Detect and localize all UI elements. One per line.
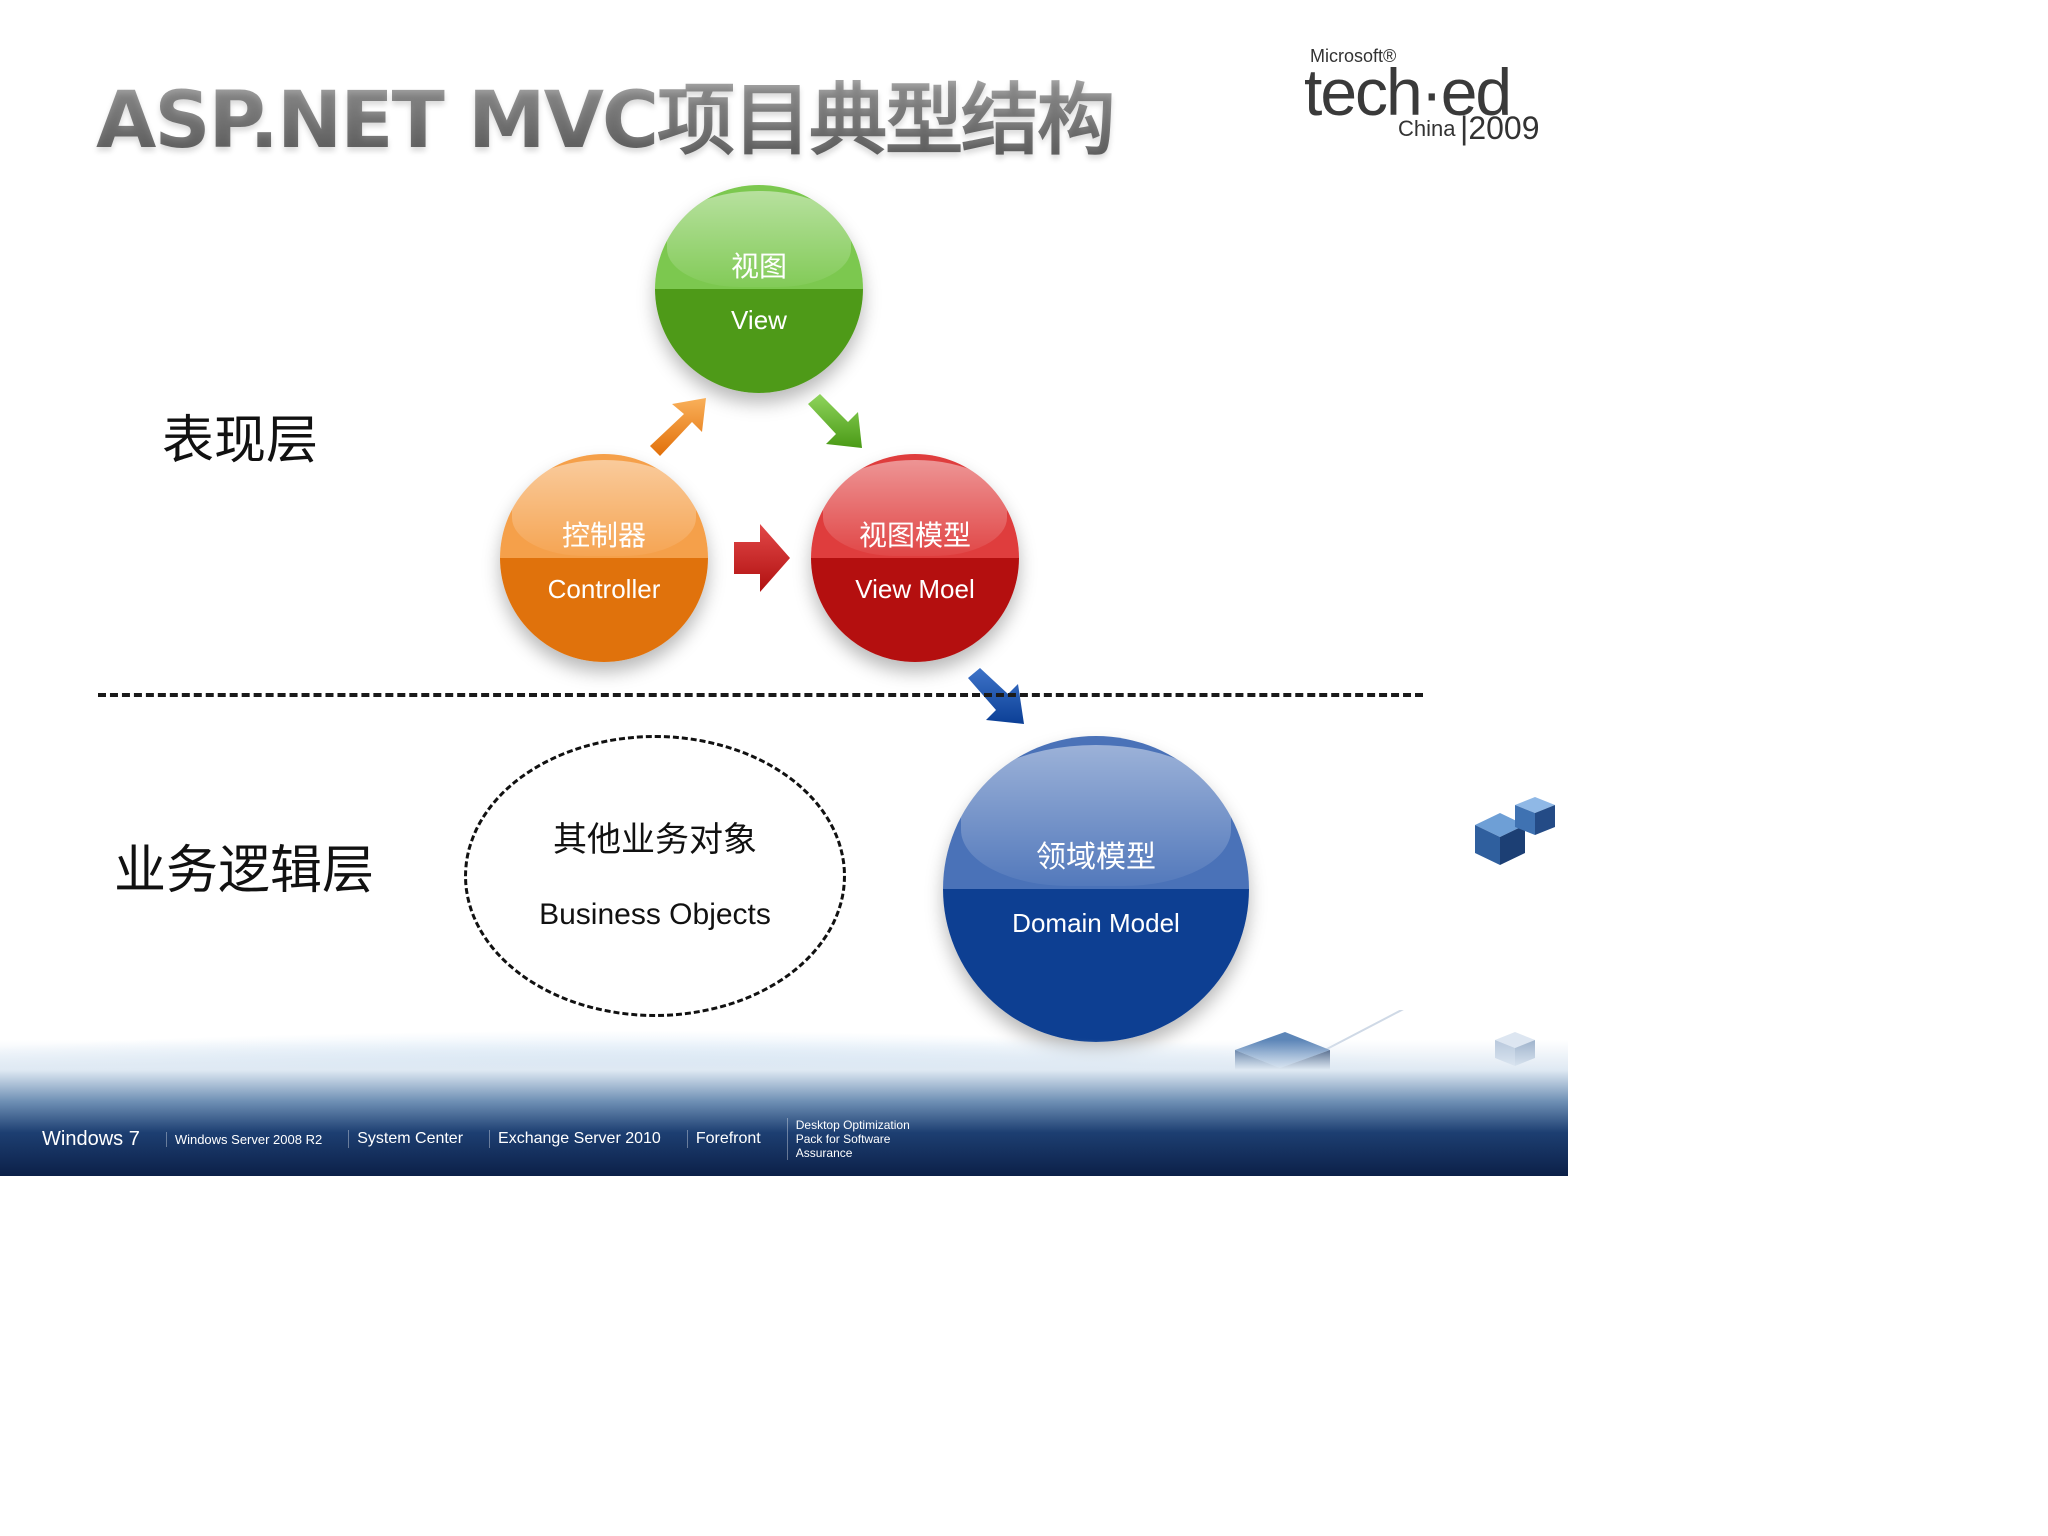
logo-brand: Microsoft® — [1310, 46, 1397, 66]
logo-name: tech·ed — [1304, 55, 1512, 129]
controller-node-zh: 控制器 — [561, 519, 646, 552]
domain-model-node: 领域模型 Domain Model — [943, 736, 1249, 1042]
footer-logo-windows-server: Windows Server 2008 R2 — [165, 1131, 322, 1147]
footer-logo-forefront: Forefront — [686, 1130, 761, 1148]
view-node: 视图 View — [655, 185, 863, 393]
footer-band — [0, 1040, 1568, 1176]
view-node-zh: 视图 — [730, 250, 787, 283]
presentation-layer-label: 表现层 — [162, 411, 319, 471]
domain-model-node-zh: 领域模型 — [1036, 840, 1156, 875]
controller-node-top — [500, 454, 708, 558]
view-to-viewmodel-arrow — [808, 394, 862, 448]
logo-region: China — [1398, 116, 1456, 141]
cube-cluster-decoration — [1475, 797, 1555, 865]
controller-node-en: Controller — [547, 574, 661, 604]
view-node-en: View — [731, 305, 787, 335]
business-layer-label: 业务逻辑层 — [114, 841, 375, 901]
controller-node-gloss — [512, 460, 696, 556]
slide-title: ASP.NET MVC项目典型结构 — [96, 58, 1115, 170]
footer-logo-system-center: System Center — [348, 1130, 463, 1148]
domain-model-node-en: Domain Model — [1012, 908, 1180, 938]
view-model-node-zh: 视图模型 — [858, 519, 971, 552]
view-node-bottom — [655, 289, 863, 393]
footer-logo-desktop-optimization: Desktop Optimization Pack for Software A… — [786, 1118, 926, 1160]
view-model-node-gloss — [823, 460, 1007, 556]
footer-logo-exchange: Exchange Server 2010 — [489, 1130, 661, 1148]
domain-model-node-top — [943, 736, 1249, 889]
viewmodel-to-domain-arrow — [968, 668, 1024, 724]
view-model-node: 视图模型 View Moel — [811, 454, 1019, 662]
layer-divider — [98, 693, 1423, 697]
view-node-gloss — [667, 191, 851, 287]
view-node-top — [655, 185, 863, 289]
business-objects-ellipse — [464, 735, 846, 1017]
view-model-node-top — [811, 454, 1019, 558]
controller-to-view-arrow — [650, 398, 706, 456]
business-objects-zh: 其他业务对象 — [553, 820, 757, 860]
view-model-node-en: View Moel — [855, 574, 975, 604]
footer-logo-windows7: Windows 7 — [42, 1127, 140, 1150]
slide: ASP.NET MVC项目典型结构 Microsoft® tech·ed Chi… — [0, 40, 1568, 1176]
teched-logo: Microsoft® tech·ed China |2009 — [1300, 40, 1540, 150]
logo-year: |2009 — [1460, 110, 1540, 146]
controller-to-viewmodel-arrow — [734, 524, 790, 592]
domain-model-node-gloss — [961, 745, 1231, 886]
domain-model-node-bottom — [943, 889, 1249, 1042]
view-model-node-bottom — [811, 558, 1019, 662]
controller-node: 控制器 Controller — [500, 454, 708, 662]
footer-logos: Windows 7 Windows Server 2008 R2 System … — [42, 1118, 926, 1160]
controller-node-bottom — [500, 558, 708, 662]
business-objects-en: Business Objects — [539, 898, 771, 931]
